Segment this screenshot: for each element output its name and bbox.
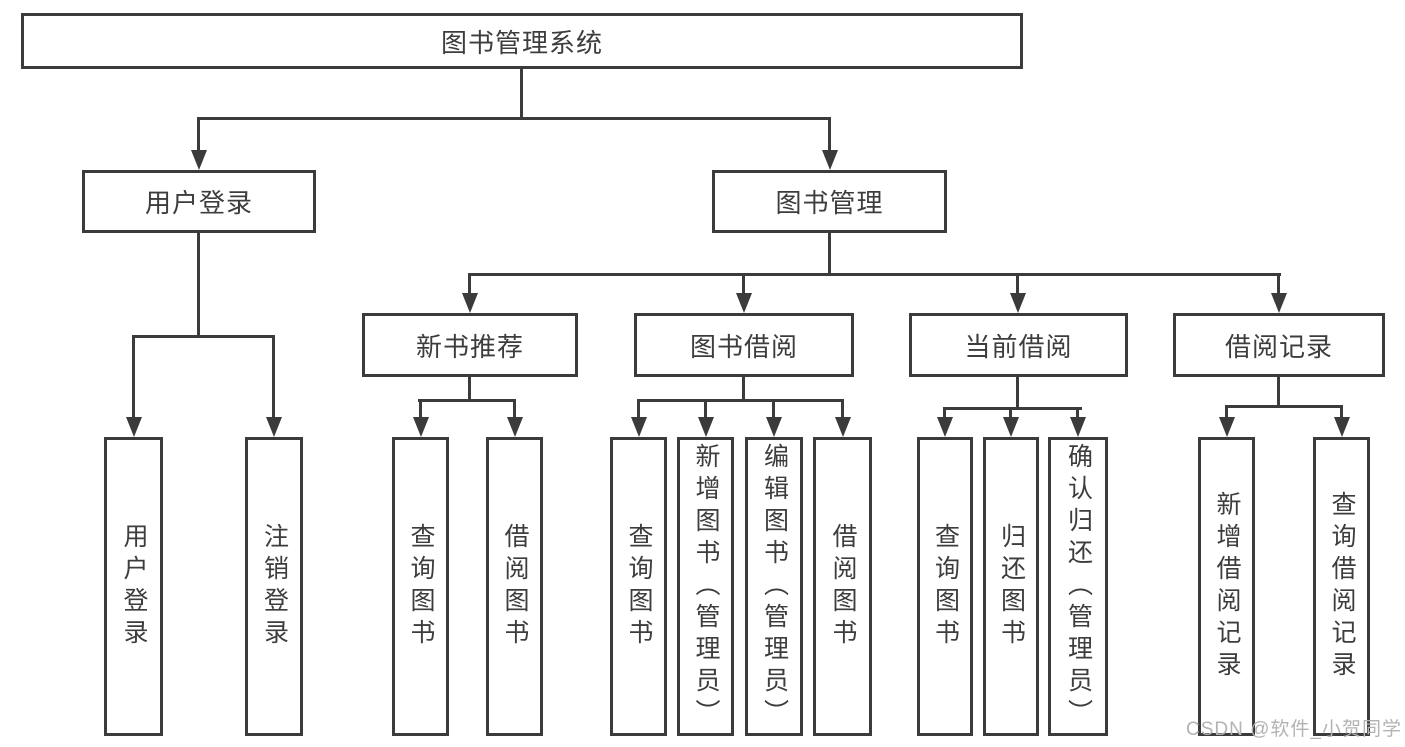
arrow-down-to-new-book-rec — [468, 273, 471, 293]
connector-user-login-rail — [132, 335, 275, 338]
leaf-cb-confirm-return-admin: 确认归还（管理员） — [1048, 437, 1108, 736]
leaf-rec-borrow-books: 借阅图书 — [486, 437, 543, 736]
leaf-br-add-record: 新增借阅记录 — [1198, 437, 1255, 736]
node-user-login: 用户登录 — [82, 170, 316, 233]
node-label: 注销登录 — [260, 522, 289, 651]
node-label: 确认归还（管理员） — [1064, 442, 1093, 731]
arrow-down-to-cb-confirm — [1076, 407, 1079, 417]
node-label: 图书管理系统 — [440, 27, 603, 58]
connector-book-borrow-rail — [637, 399, 844, 402]
arrow-down-to-rec-borrow — [513, 399, 516, 417]
arrow-down-to-book-borrow — [742, 273, 745, 293]
arrow-down-to-rec-query — [419, 399, 422, 417]
node-label: 归还图书 — [997, 522, 1026, 651]
arrow-down-to-user-login — [197, 117, 200, 150]
leaf-cb-query-books: 查询图书 — [917, 437, 973, 736]
arrow-down-to-br-query — [1340, 405, 1343, 417]
connector-book-mgmt-stem — [828, 233, 831, 273]
leaf-logout: 注销登录 — [245, 437, 303, 736]
node-book-mgmt: 图书管理 — [712, 170, 947, 233]
arrow-down-to-cb-return — [1009, 407, 1012, 417]
arrow-down-to-book-mgmt — [828, 117, 831, 150]
arrow-down-to-br-add — [1225, 405, 1228, 417]
connector-book-borrow-stem — [742, 377, 745, 399]
arrow-down-to-cb-query — [943, 407, 946, 417]
arrow-down-to-leaf-logout — [272, 335, 275, 417]
connector-book-mgmt-rail — [468, 273, 1281, 276]
node-label: 查询图书 — [407, 522, 435, 651]
node-label: 查询图书 — [931, 522, 960, 651]
node-label: 图书借阅 — [689, 331, 798, 362]
node-current-borrow: 当前借阅 — [909, 313, 1128, 377]
csdn-watermark: CSDN @软件_小贺同学 — [1186, 719, 1402, 740]
connector-borrow-records-stem — [1277, 377, 1280, 405]
node-book-system: 图书管理系统 — [21, 13, 1023, 69]
arrow-down-to-leaf-user-login — [132, 335, 135, 417]
leaf-bb-edit-books-admin: 编辑图书（管理员） — [745, 437, 803, 736]
arrow-down-to-current-borrow — [1016, 273, 1019, 293]
node-label: 用户登录 — [144, 188, 253, 218]
node-label: 借阅图书 — [829, 522, 857, 651]
arrow-down-to-borrow-records — [1277, 273, 1280, 293]
leaf-br-query-record: 查询借阅记录 — [1313, 437, 1370, 736]
node-label: 查询借阅记录 — [1328, 490, 1356, 683]
leaf-bb-query-books: 查询图书 — [610, 437, 667, 736]
node-borrow-records: 借阅记录 — [1173, 313, 1385, 377]
node-label: 借阅图书 — [501, 522, 529, 651]
node-book-borrow: 图书借阅 — [634, 313, 854, 377]
connector-current-borrow-stem — [1016, 377, 1019, 407]
node-label: 当前借阅 — [964, 331, 1073, 362]
leaf-bb-borrow-books: 借阅图书 — [813, 437, 872, 736]
node-label: 新书推荐 — [415, 331, 524, 362]
node-label: 新增借阅记录 — [1213, 490, 1241, 683]
node-new-book-rec: 新书推荐 — [362, 313, 578, 377]
node-label: 用户登录 — [120, 522, 148, 651]
arrow-down-to-bb-add — [704, 399, 707, 417]
leaf-bb-add-books-admin: 新增图书（管理员） — [677, 437, 734, 736]
connector-current-borrow-rail — [943, 407, 1082, 410]
node-label: 编辑图书（管理员） — [760, 442, 789, 731]
node-label: 借阅记录 — [1224, 331, 1333, 362]
arrow-down-to-bb-borrow — [841, 399, 844, 417]
node-label: 查询图书 — [625, 522, 653, 651]
connector-root-rail — [197, 117, 831, 120]
leaf-rec-query-books: 查询图书 — [392, 437, 449, 736]
connector-borrow-records-rail — [1225, 405, 1343, 408]
arrow-down-to-bb-query — [637, 399, 640, 417]
leaf-cb-return-books: 归还图书 — [983, 437, 1039, 736]
node-label: 图书管理 — [775, 188, 884, 218]
connector-root-stem — [520, 69, 523, 117]
node-label: 新增图书（管理员） — [692, 442, 720, 731]
connector-user-login-stem — [197, 233, 200, 335]
connector-new-book-rec-rail — [418, 399, 516, 402]
arrow-down-to-bb-edit — [772, 399, 775, 417]
leaf-user-login: 用户登录 — [104, 437, 163, 736]
connector-new-book-rec-stem — [468, 377, 471, 399]
